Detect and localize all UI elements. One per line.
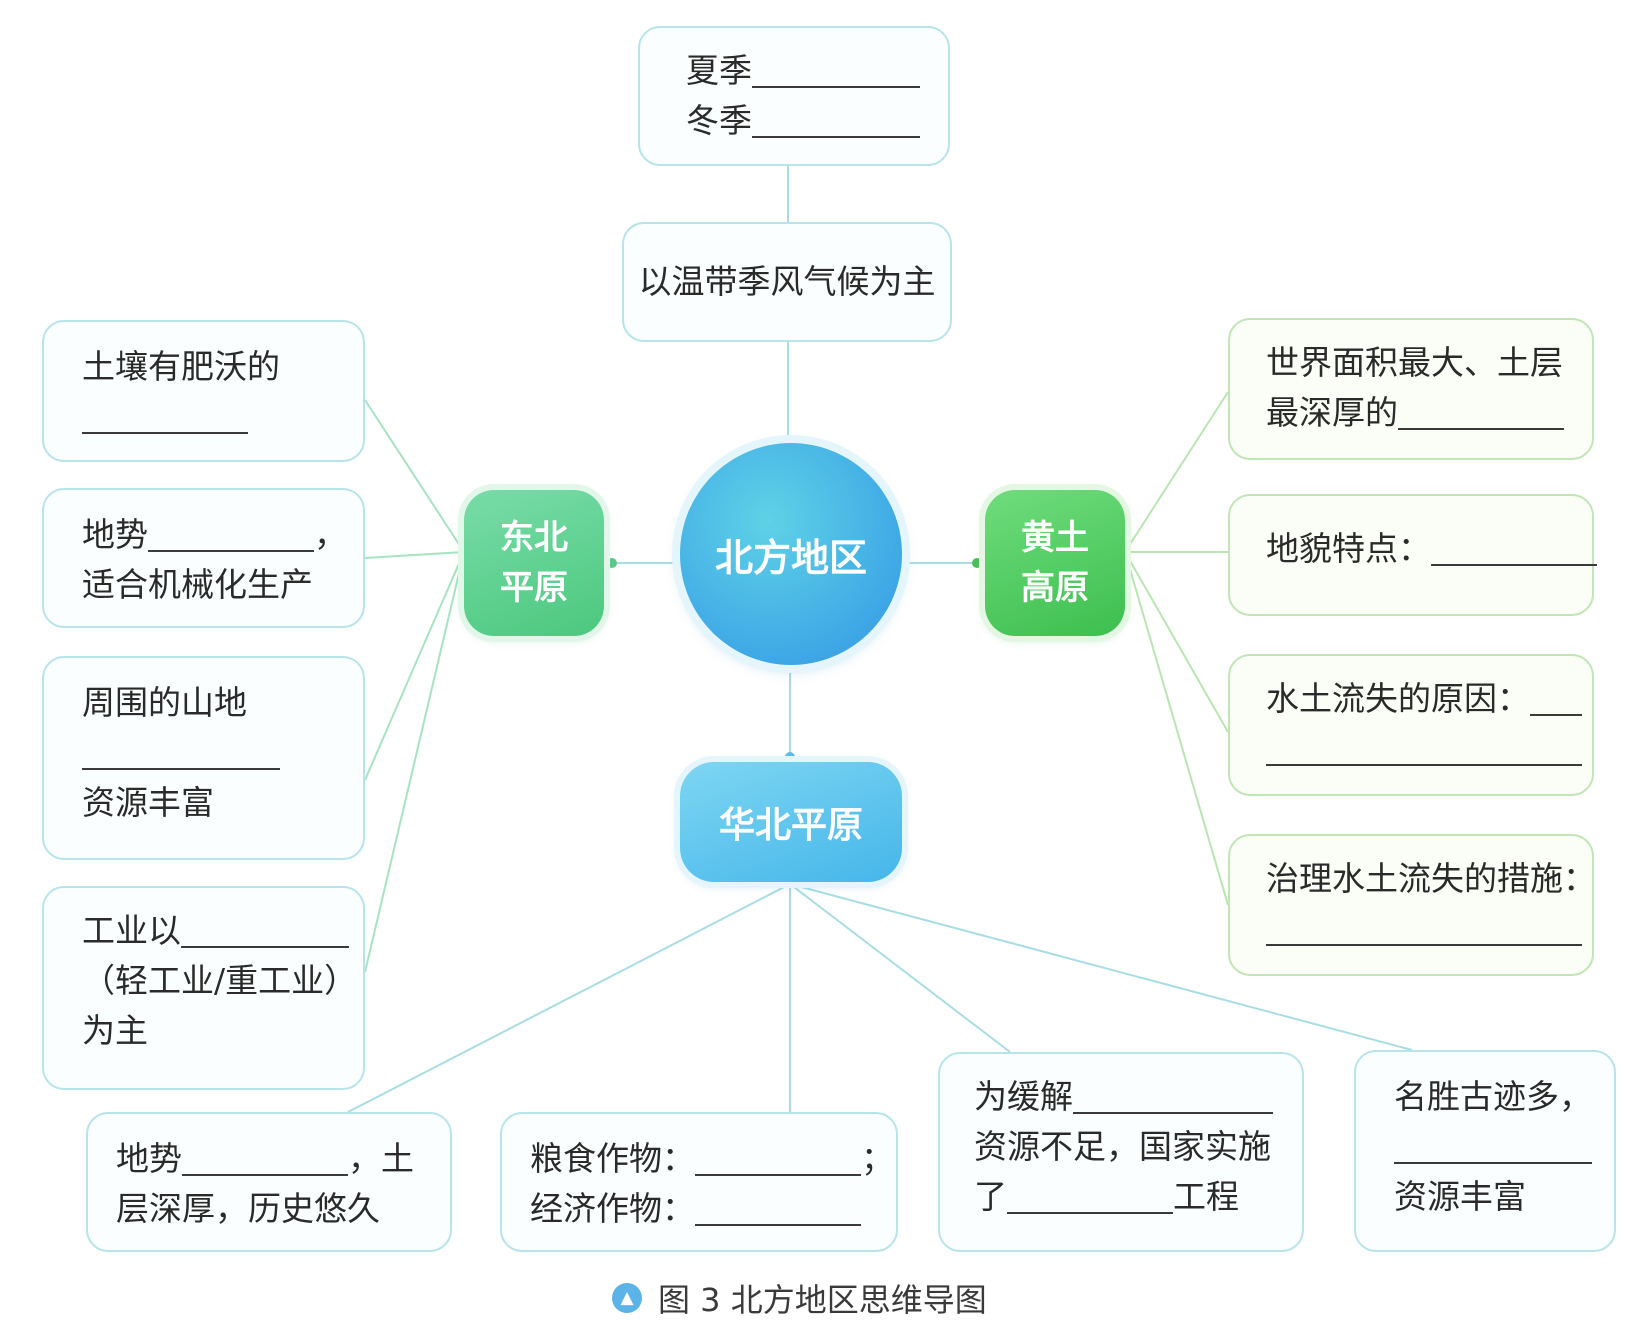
ne-industry-text: 工业以 [82,911,181,950]
northeast-title-line1: 东北 [500,518,568,558]
loess-plateau-hub: 黄土 高原 [985,490,1125,636]
huabei-title: 华北平原 [718,805,863,846]
loess-cause-blank-2[interactable] [1266,730,1582,766]
winter-label: 冬季 [686,101,752,140]
hb-terrain-box: 地势 ，土 层深厚，历史悠久 [86,1112,452,1252]
northeast-plain-hub: 东北 平原 [464,490,604,636]
loess-measures-box: 治理水土流失的措施： [1228,834,1596,976]
loess-landform-blank[interactable] [1431,530,1597,566]
hb-rich-text: 资源丰富 [1394,1177,1526,1216]
caption-text: 图 3 北方地区思维导图 [658,1281,987,1319]
hb-food-end: ； [861,1139,894,1178]
loess-title-line2: 高原 [1021,568,1089,608]
ne-industry-options: （轻工业/重工业） [82,961,358,1000]
hb-sites-box: 名胜古迹多， 资源丰富 [1354,1050,1616,1252]
northeast-title-line2: 平原 [500,568,568,608]
ne-industry-box: 工业以 （轻工业/重工业） 为主 [42,886,365,1090]
hb-terrain-blank[interactable] [182,1140,348,1176]
climate-seasons-box: 夏季 冬季 [638,26,950,166]
hb-terrain-line2: 层深厚，历史悠久 [116,1189,380,1228]
ne-soil-text: 土壤有肥沃的 [82,347,280,386]
ne-soil-box: 土壤有肥沃的 [42,320,365,462]
hb-shortage-text: 资源不足，国家实施 [974,1127,1271,1166]
hb-food-blank[interactable] [695,1140,861,1176]
hb-sites-blank[interactable] [1394,1128,1592,1164]
hb-terrain-text: 地势 [116,1139,182,1178]
loess-cause-blank-1[interactable] [1530,680,1582,716]
hb-le-text: 了 [974,1177,1007,1216]
hb-crops-box: 粮食作物： ； 经济作物： [500,1112,898,1252]
hb-cash-text: 经济作物： [530,1189,695,1228]
hb-food-text: 粮食作物： [530,1139,695,1178]
hb-project-text: 工程 [1173,1177,1239,1216]
loess-landform-box: 地貌特点： [1228,494,1597,616]
ne-industry-blank[interactable] [181,912,349,948]
ne-soil-blank[interactable] [82,398,248,434]
loess-largest-blank[interactable] [1398,394,1564,430]
loess-largest-box: 世界面积最大、土层 最深厚的 [1228,318,1594,460]
ne-terrain-box: 地势 ， 适合机械化生产 [42,488,365,628]
hb-water-box: 为缓解 资源不足，国家实施 了 工程 [938,1052,1304,1252]
hb-cash-blank[interactable] [695,1190,861,1226]
ne-mountains-blank[interactable] [82,734,280,770]
climate-box: 以温带季风气候为主 [622,222,952,342]
climate-label: 以温带季风气候为主 [638,262,936,301]
hb-sites-text: 名胜古迹多， [1394,1077,1592,1116]
loess-landform-text: 地貌特点： [1266,529,1431,568]
center-hub: 北方地区 [680,443,902,665]
hb-relieve-blank[interactable] [1073,1078,1273,1114]
ne-resources-text: 资源丰富 [82,783,214,822]
summer-label: 夏季 [686,51,752,90]
ne-terrain-text: 地势 [82,515,148,554]
mountain-triangle-icon: ▲ [612,1283,642,1313]
center-label: 北方地区 [714,535,867,580]
hb-project-blank[interactable] [1007,1178,1173,1214]
ne-mountains-text: 周围的山地 [82,683,247,722]
loess-measures-text: 治理水土流失的措施： [1266,859,1596,898]
hb-relieve-text: 为缓解 [974,1077,1073,1116]
loess-cause-box: 水土流失的原因： [1228,654,1594,796]
hb-terrain-end: ，土 [348,1139,414,1178]
figure-caption: ▲ 图 3 北方地区思维导图 [612,1278,987,1319]
ne-mechanized-text: 适合机械化生产 [82,565,313,604]
ne-terrain-blank[interactable] [148,516,314,552]
north-china-plain-hub: 华北平原 [680,762,902,882]
loess-largest-line2: 最深厚的 [1266,393,1398,432]
loess-largest-line1: 世界面积最大、土层 [1266,343,1563,382]
ne-mountains-box: 周围的山地 资源丰富 [42,656,365,860]
loess-title-line1: 黄土 [1021,518,1089,558]
ne-terrain-comma: ， [314,515,347,554]
ne-industry-suffix: 为主 [82,1011,148,1050]
loess-cause-text: 水土流失的原因： [1266,679,1530,718]
winter-blank[interactable] [752,102,920,138]
loess-measures-blank[interactable] [1266,910,1582,946]
summer-blank[interactable] [752,52,920,88]
